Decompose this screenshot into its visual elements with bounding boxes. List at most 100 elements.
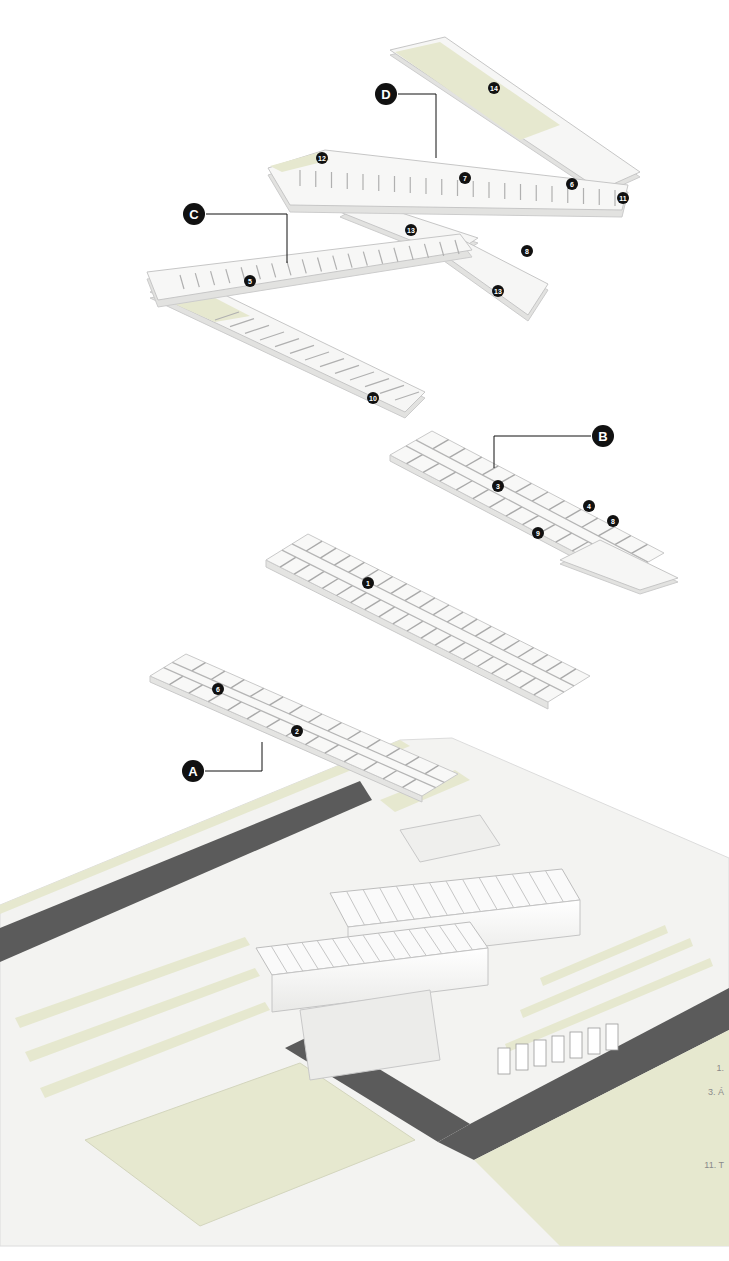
leader-lines bbox=[205, 94, 591, 771]
partition bbox=[290, 345, 314, 353]
partition bbox=[348, 254, 352, 268]
lower-volume bbox=[300, 990, 440, 1080]
partition bbox=[409, 246, 413, 260]
floor-plate bbox=[268, 150, 628, 217]
partition bbox=[536, 185, 537, 201]
callout-number-text: 10 bbox=[369, 395, 377, 402]
callout-number: 2 bbox=[291, 725, 303, 737]
roof-ridge bbox=[455, 924, 473, 950]
roof-ridge bbox=[394, 931, 411, 957]
legend-fragment: 11. T bbox=[704, 1160, 724, 1170]
roof-ridge bbox=[287, 944, 303, 971]
callout-number: 1 bbox=[362, 577, 374, 589]
partition bbox=[440, 242, 444, 256]
callout-number: 8 bbox=[607, 515, 619, 527]
callout-number-text: 11 bbox=[619, 195, 626, 202]
partition bbox=[318, 258, 322, 272]
callout-number-text: 7 bbox=[463, 175, 467, 182]
leader-line bbox=[398, 94, 436, 158]
roof-ridge bbox=[529, 872, 547, 903]
partition bbox=[599, 189, 600, 205]
roof-ridge bbox=[347, 891, 365, 925]
callout-number: 12 bbox=[316, 152, 328, 164]
partition bbox=[365, 379, 389, 387]
partition bbox=[299, 170, 300, 186]
callout-number: 6 bbox=[212, 683, 224, 695]
floor-plate bbox=[560, 540, 678, 594]
roof-ridge bbox=[413, 884, 431, 917]
roof-ridge bbox=[332, 939, 349, 966]
legend-fragment: 1. bbox=[716, 1063, 724, 1073]
callout-number-text: 2 bbox=[295, 728, 299, 735]
roof-ridge bbox=[479, 878, 497, 910]
roof-ridge bbox=[378, 933, 395, 959]
callout-number-text: 13 bbox=[494, 288, 502, 295]
leader-line bbox=[205, 742, 262, 771]
exploded-floors bbox=[147, 37, 678, 802]
callout-number-text: 5 bbox=[248, 278, 252, 285]
section-letter: A bbox=[182, 760, 204, 782]
callout-number-text: 6 bbox=[570, 181, 574, 188]
green-strip bbox=[40, 1002, 270, 1098]
partition bbox=[441, 179, 442, 195]
partition bbox=[425, 178, 426, 194]
leader-line bbox=[206, 214, 287, 263]
site-plate bbox=[0, 738, 729, 1246]
callout-number: 6 bbox=[566, 178, 578, 190]
partition bbox=[410, 177, 411, 193]
partition bbox=[394, 176, 395, 192]
partition bbox=[350, 372, 374, 380]
roof-ridge bbox=[409, 929, 426, 955]
roof-ridge bbox=[271, 946, 287, 973]
partition bbox=[394, 248, 398, 262]
callout-number: 13 bbox=[405, 224, 417, 236]
partition bbox=[275, 339, 299, 347]
roof-ridges bbox=[271, 871, 563, 973]
partition bbox=[363, 252, 367, 266]
callout-number: 8 bbox=[521, 245, 533, 257]
partition bbox=[362, 174, 363, 190]
roof-ridge bbox=[446, 881, 464, 914]
partition bbox=[473, 181, 474, 197]
roof-ridge bbox=[302, 942, 318, 969]
roof-ridge bbox=[317, 941, 334, 968]
partition bbox=[180, 275, 184, 289]
partition bbox=[378, 175, 379, 191]
section-letter: C bbox=[183, 203, 205, 225]
lower-volume bbox=[400, 815, 500, 862]
green-strip bbox=[505, 958, 713, 1052]
partition bbox=[305, 352, 329, 360]
partition bbox=[195, 273, 199, 287]
callout-number-text: 3 bbox=[496, 483, 500, 490]
partition bbox=[520, 184, 521, 200]
roof-ridge bbox=[429, 883, 447, 916]
floor-plate bbox=[150, 282, 425, 418]
section-letter-text: D bbox=[381, 88, 390, 101]
partition bbox=[302, 259, 306, 273]
partition bbox=[272, 263, 276, 277]
roof-ridge bbox=[396, 886, 414, 919]
roof-ridge bbox=[496, 876, 514, 908]
callout-number: 5 bbox=[244, 275, 256, 287]
green-roof bbox=[395, 42, 560, 140]
roof-ridge bbox=[463, 879, 481, 911]
callout-number-text: 6 bbox=[216, 686, 220, 693]
roof-ridge bbox=[439, 926, 457, 952]
partition bbox=[567, 187, 568, 203]
partition bbox=[211, 271, 215, 285]
partition bbox=[226, 269, 230, 283]
partition bbox=[331, 172, 332, 188]
partition bbox=[488, 182, 489, 198]
section-letter-text: A bbox=[188, 765, 197, 778]
roof-ridge bbox=[424, 928, 442, 954]
partition bbox=[551, 186, 552, 202]
roof-ridge bbox=[380, 888, 398, 921]
green-strip bbox=[25, 968, 260, 1062]
partition bbox=[380, 385, 404, 393]
legend-fragment: 3. Á bbox=[708, 1087, 724, 1097]
callout-number: 14 bbox=[488, 82, 500, 94]
partition bbox=[287, 261, 291, 275]
partition bbox=[455, 240, 459, 254]
